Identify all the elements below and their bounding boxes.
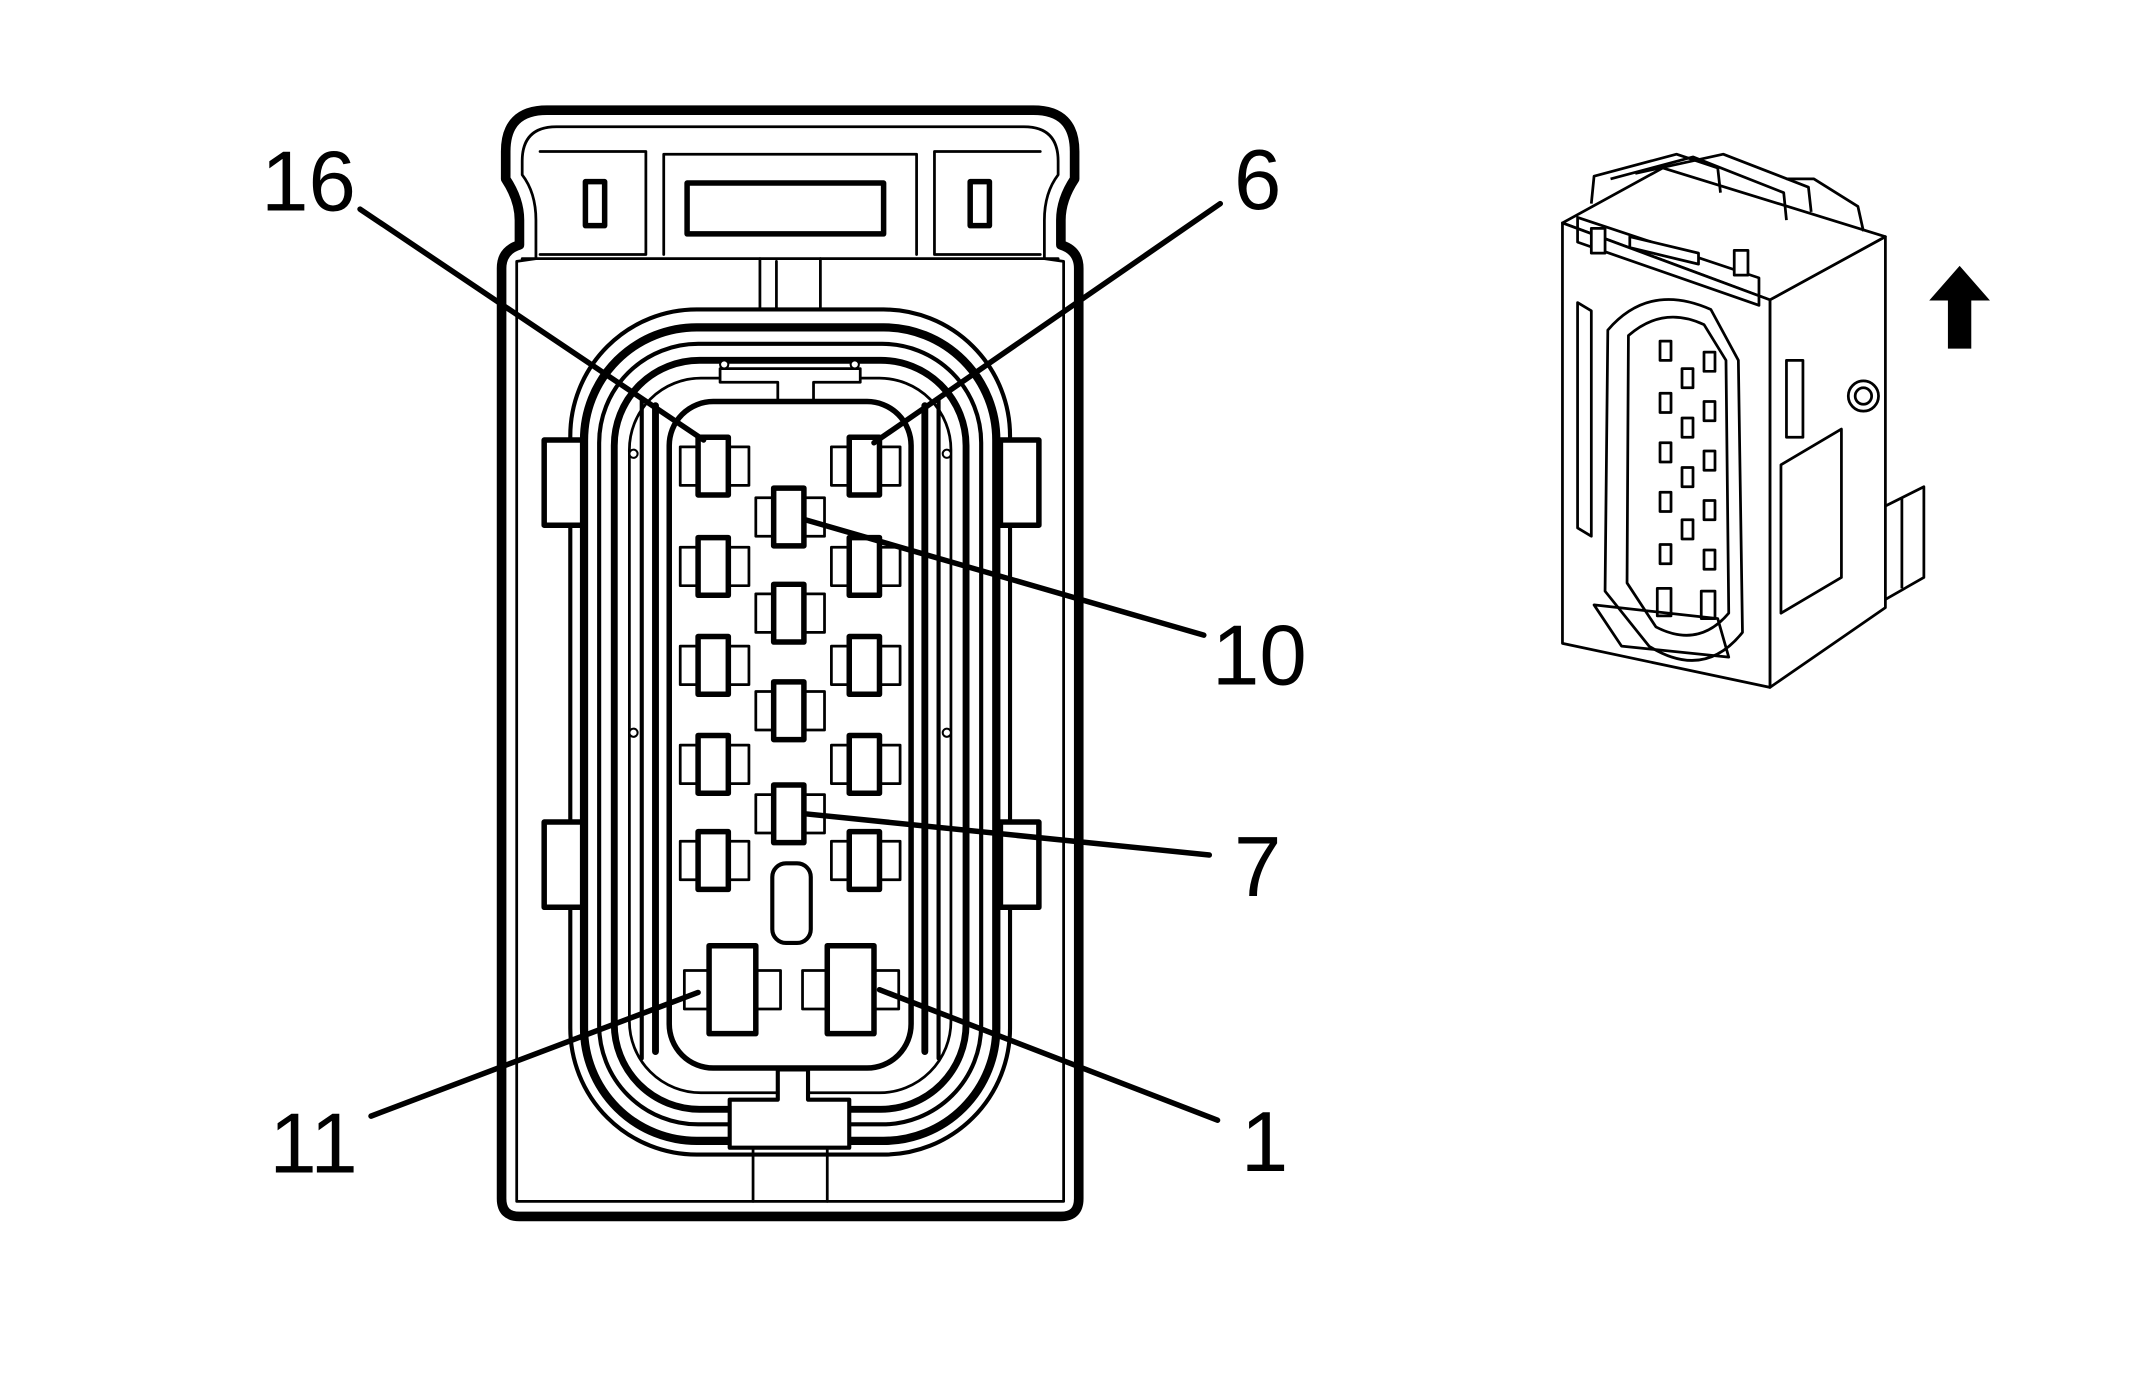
side-latch-right-top xyxy=(997,437,1042,528)
top-latch-right xyxy=(933,150,1042,256)
pin-cavity-10 xyxy=(754,485,826,549)
iso-side-window xyxy=(1785,358,1805,439)
iso-latch-window-left xyxy=(1589,227,1607,255)
leader-line-11 xyxy=(368,989,701,1119)
leader-line-6 xyxy=(871,200,1224,446)
pin-cavity-6 xyxy=(830,434,902,498)
side-latch-left-top xyxy=(541,437,586,528)
iso-bottom-ledge xyxy=(1592,603,1731,659)
connector-face-view xyxy=(496,105,1084,1222)
iso-top-rib-3 xyxy=(1786,177,1865,232)
blank-plug xyxy=(770,861,813,946)
rivet xyxy=(719,359,730,370)
pin-label-6: 6 xyxy=(1234,133,1281,228)
leader-line-1 xyxy=(876,986,1221,1123)
iso-side-boss-inner xyxy=(1853,386,1874,406)
top-latch-left xyxy=(538,150,648,256)
rivet xyxy=(628,448,639,459)
iso-latch-slot xyxy=(1628,235,1700,266)
iso-top-rib-2 xyxy=(1634,152,1813,213)
rivet xyxy=(941,727,952,738)
pin-label-16: 16 xyxy=(261,135,356,230)
rivet xyxy=(941,448,952,459)
iso-top-rib-1 xyxy=(1610,155,1788,221)
pin-cavity xyxy=(678,828,751,893)
iso-seal-inner xyxy=(1625,315,1731,637)
pin-cavity xyxy=(678,732,751,796)
leader-line-16 xyxy=(357,206,707,443)
pin-cavity-11 xyxy=(682,942,782,1037)
leader-line-7 xyxy=(802,811,1213,858)
iso-side-panel xyxy=(1779,427,1843,615)
rivet xyxy=(849,359,860,370)
pin-cavity xyxy=(830,828,902,893)
pin-cavity xyxy=(830,732,902,796)
leader-lines xyxy=(357,200,1224,1123)
pin-cavity xyxy=(754,581,826,645)
pin-cavity xyxy=(754,679,826,743)
pin-cavity xyxy=(678,633,751,697)
pin-labels: 16 6 10 7 11 1 xyxy=(261,133,1307,1191)
rivet xyxy=(628,727,639,738)
side-latch-left-bottom xyxy=(541,819,586,910)
pin-label-11: 11 xyxy=(269,1096,357,1191)
pin-label-1: 1 xyxy=(1241,1095,1288,1190)
iso-side-tab xyxy=(1884,485,1926,601)
latch-window-left xyxy=(582,178,608,229)
bottom-key xyxy=(727,1067,852,1150)
iso-side-rail-left xyxy=(1576,301,1593,538)
latch-slot xyxy=(684,180,887,237)
leader-line-10 xyxy=(802,516,1207,638)
iso-pin-grid xyxy=(1655,339,1717,621)
pin-cavity-16 xyxy=(678,434,751,498)
latch-slot-outer xyxy=(662,152,918,256)
pin-cavity xyxy=(678,534,751,599)
connector-isometric-view xyxy=(1561,152,1926,689)
up-arrow-icon xyxy=(1929,265,1990,349)
pin-cavity xyxy=(830,633,902,697)
pin-label-7: 7 xyxy=(1234,820,1281,915)
latch-window-right xyxy=(967,178,993,229)
iso-latch-window-right xyxy=(1732,249,1750,277)
pin-label-10: 10 xyxy=(1212,609,1307,704)
iso-top-block xyxy=(1589,152,1722,204)
